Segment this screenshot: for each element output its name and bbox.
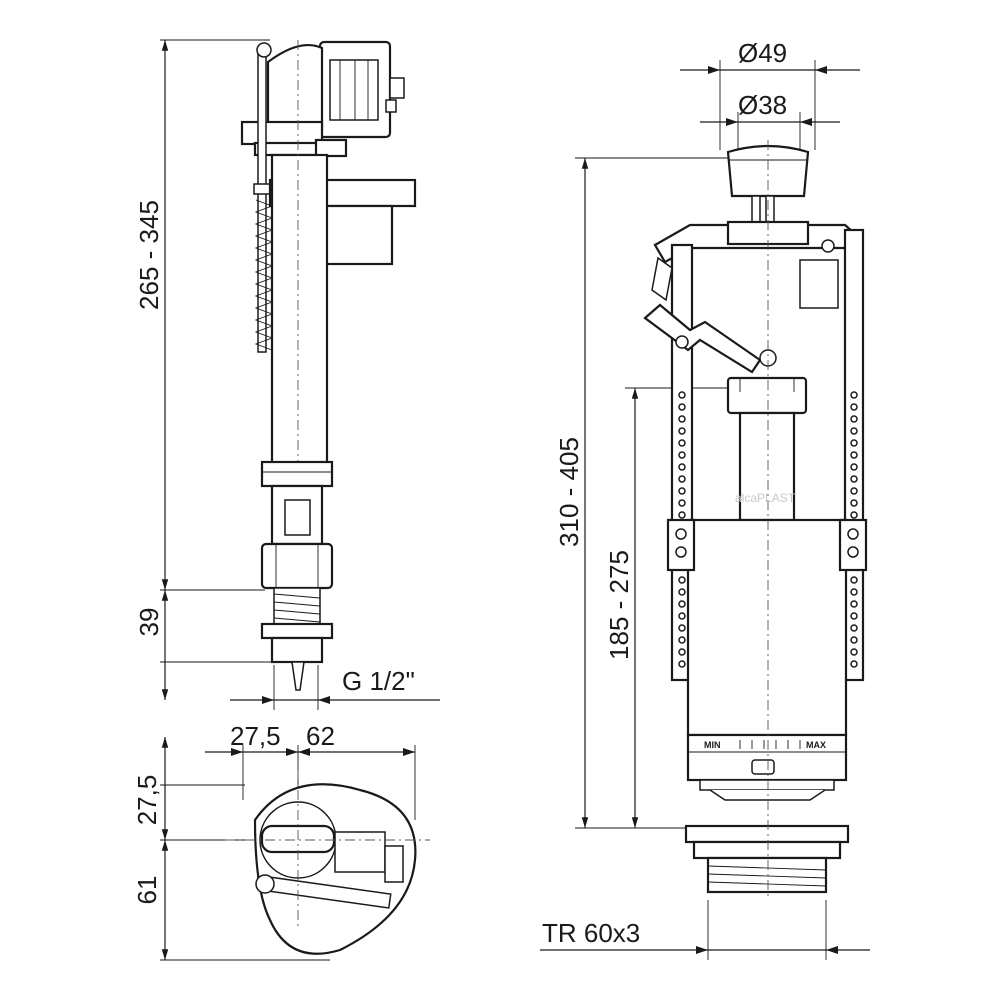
flush-valve: Ø49 Ø38 310 - 405 185 - 275 (540, 38, 870, 960)
overflow-height-label: 185 - 275 (604, 550, 634, 660)
left-rail-hole (678, 487, 686, 495)
right-rail-hole (850, 600, 858, 608)
left-rail-hole (678, 451, 686, 459)
left-rail-hole (678, 600, 686, 608)
side-offset-label: 27,5 (132, 775, 162, 826)
left-rail-hole (678, 391, 686, 399)
spring (254, 199, 274, 351)
right-rail-hole (850, 415, 858, 423)
right-rail-hole (850, 475, 858, 483)
frame-latch (799, 259, 839, 309)
left-rail-hole (678, 660, 686, 668)
overflow-tube (738, 411, 796, 522)
base-thread-label: TR 60x3 (542, 918, 640, 948)
right-rail-hole (850, 612, 858, 620)
left-rail-hole (678, 499, 686, 507)
right-rail-hole (850, 487, 858, 495)
right-rail-hole (850, 511, 858, 519)
lever-arm (643, 303, 762, 374)
left-rail-hole (678, 648, 686, 656)
flush-body (686, 518, 848, 737)
thread-height-label: 39 (134, 608, 164, 637)
lock-nut (260, 542, 334, 590)
valve-cap (266, 44, 324, 130)
inlet-thread-label: G 1/2" (342, 666, 415, 696)
right-rail-hole (850, 576, 858, 584)
scale-min-label: MIN (704, 740, 721, 750)
fill-height-label: 265 - 345 (134, 200, 164, 310)
watermark: alcaPLAST (735, 491, 796, 505)
top-offset-label: 27,5 (230, 721, 281, 751)
base-thread (706, 856, 828, 894)
left-rail-hole (678, 439, 686, 447)
top-width-label: 62 (306, 721, 335, 751)
flush-height-label: 310 - 405 (554, 437, 584, 547)
left-rail-hole (678, 427, 686, 435)
left-rail-hole (678, 415, 686, 423)
left-rail-hole (678, 511, 686, 519)
left-rail-hole (678, 463, 686, 471)
right-rail-hole (850, 439, 858, 447)
base-gasket (684, 824, 850, 844)
lower-collar (260, 460, 334, 488)
push-button-cap (726, 144, 810, 198)
right-rail-hole (850, 391, 858, 399)
side-depth-label: 61 (132, 876, 162, 905)
scale-max-label: MAX (806, 740, 826, 750)
right-rail-hole (850, 403, 858, 411)
right-rail-hole (850, 588, 858, 596)
left-rail-hole (678, 612, 686, 620)
left-rail-hole (678, 636, 686, 644)
left-rail-hole (678, 624, 686, 632)
cap-inner-diameter-label: Ø38 (738, 90, 787, 120)
washer (260, 622, 334, 640)
fill-valve-side-view: 265 - 345 39 (134, 39, 440, 710)
right-rail-hole (850, 427, 858, 435)
right-rail-hole (850, 499, 858, 507)
right-rail-hole (850, 648, 858, 656)
valve-collar (240, 120, 324, 146)
right-rail-hole (850, 636, 858, 644)
right-rail-hole (850, 624, 858, 632)
right-rail-hole (850, 463, 858, 471)
left-rail-hole (678, 576, 686, 584)
left-rail-hole (678, 475, 686, 483)
left-rail-hole (678, 403, 686, 411)
right-rail-hole (850, 451, 858, 459)
left-rail-hole (678, 588, 686, 596)
right-rail-hole (850, 660, 858, 668)
valve-tube (270, 153, 329, 467)
cap-outer-diameter-label: Ø49 (738, 38, 787, 68)
fill-valve-top-view: 27,5 61 27,5 62 (132, 721, 430, 961)
